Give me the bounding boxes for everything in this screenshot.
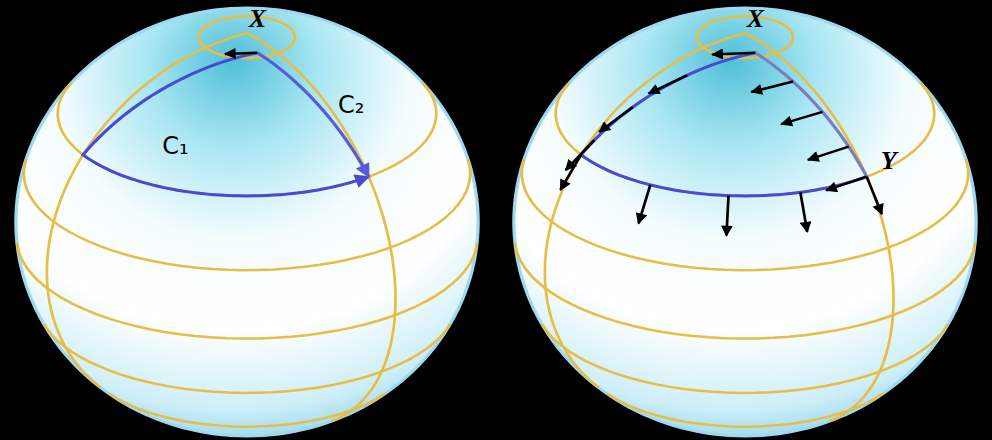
meridian-line [745,33,894,421]
sphere [514,8,976,436]
sphere-body [16,8,478,436]
latitude-line [697,16,793,58]
meridian-line [247,33,396,421]
latitude-line [522,159,968,270]
latitude-line [556,83,935,196]
tangent-vector [726,196,728,236]
curve-c2 [257,53,368,177]
tangent-vector [800,192,807,231]
latitude-line [542,324,948,392]
latitude-line [24,159,470,270]
tangent-vector [712,53,755,55]
tangent-vector [826,177,867,191]
tangent-vector [639,185,651,223]
curve-c2 [755,53,866,177]
point-label: X [747,6,764,32]
latitude-line [58,83,437,196]
latitude-line [199,16,295,58]
latitude-line [17,243,477,338]
tangent-vector [808,147,849,160]
tangent-vector [867,177,882,214]
tangent-vector [560,155,581,190]
sphere [16,8,478,436]
latitude-line [44,324,450,392]
meridian-line [545,33,745,388]
latitude-line [109,393,386,426]
tangent-vector [599,107,633,132]
curve-label: C₁ [162,134,188,158]
tangent-vector [751,82,793,92]
tangent-vector [781,112,822,124]
latitude-line [515,243,975,338]
curve-c1 [581,53,867,196]
sphere-body [514,8,976,436]
curve-c1 [83,53,369,196]
latitude-line [607,393,884,426]
point-label: X [249,6,266,32]
tangent-vector [649,75,687,93]
tangent-vector [225,53,257,54]
curve-label: C₂ [338,93,364,117]
point-label: Y [881,148,897,174]
meridian-line [47,33,247,388]
